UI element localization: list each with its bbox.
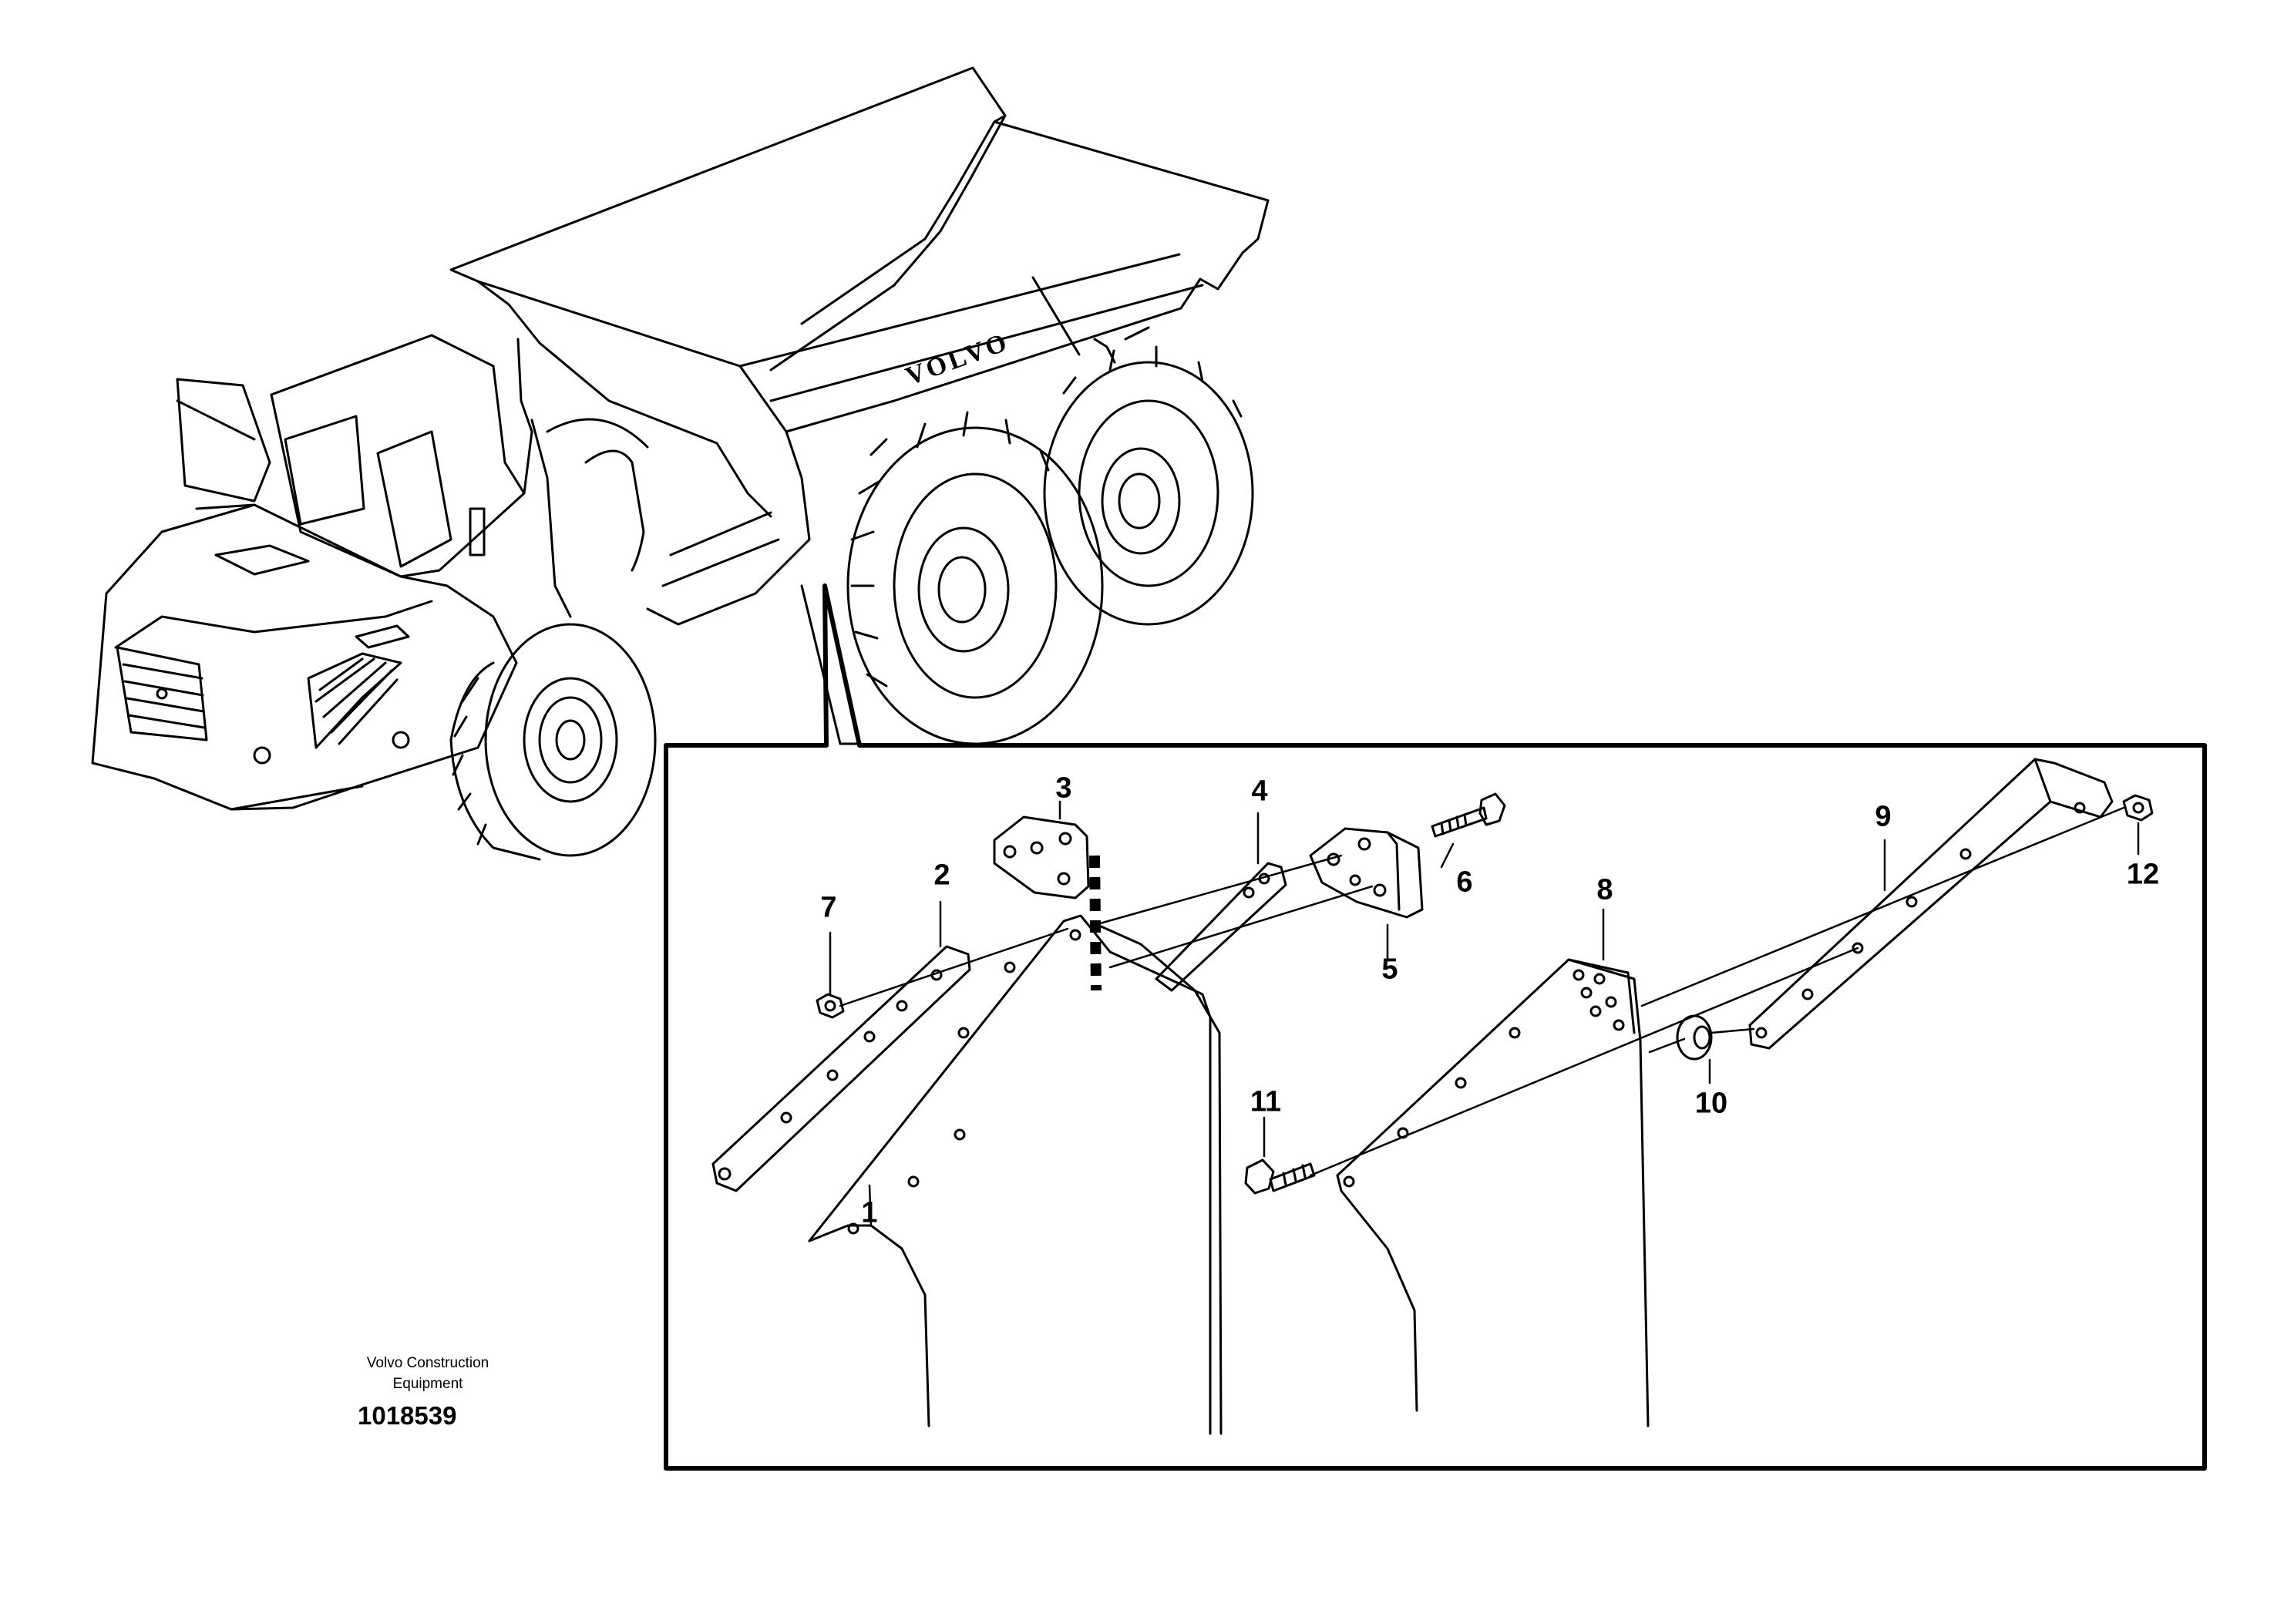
truck-body-lettering: VOLVO bbox=[902, 328, 1013, 392]
callout-11: 11 bbox=[1250, 1085, 1282, 1118]
part-10-spacer bbox=[1676, 1014, 1713, 1061]
drawing-number: 1018539 bbox=[358, 1401, 457, 1430]
front-wheel bbox=[449, 623, 657, 861]
part-6-bolt bbox=[1431, 792, 1506, 838]
part-9-bracket bbox=[1748, 758, 2114, 1050]
part-8-mudguard bbox=[1336, 958, 1650, 1427]
engine-hood bbox=[91, 503, 518, 811]
callout-1: 1 bbox=[861, 1196, 878, 1229]
part-12-nut bbox=[2122, 794, 2154, 822]
callout-5: 5 bbox=[1381, 953, 1398, 986]
callout-12: 12 bbox=[2126, 858, 2160, 891]
callout-2: 2 bbox=[933, 859, 950, 892]
part-4-strip bbox=[1155, 862, 1287, 992]
assembly-lines bbox=[839, 806, 2125, 1177]
cab bbox=[176, 334, 649, 618]
part-11-bolt bbox=[1244, 1158, 1316, 1195]
callout-3: 3 bbox=[1055, 772, 1072, 805]
part-7-nut bbox=[816, 993, 845, 1019]
part-5-bracket bbox=[1309, 827, 1424, 919]
callout-4: 4 bbox=[1251, 775, 1268, 808]
callout-7: 7 bbox=[820, 891, 837, 924]
callout-6: 6 bbox=[1456, 866, 1473, 899]
rear-wheels bbox=[846, 345, 1254, 745]
callout-leaders bbox=[829, 800, 2140, 1227]
articulated-hauler-illustration bbox=[91, 66, 1270, 861]
fixture-dashed-line bbox=[1089, 855, 1102, 991]
callout-10: 10 bbox=[1694, 1087, 1728, 1120]
callout-8: 8 bbox=[1596, 873, 1613, 906]
dump-body bbox=[449, 66, 1270, 626]
part-2-strip bbox=[711, 945, 971, 1192]
part-1-mudguard bbox=[808, 914, 1223, 1435]
part-3-bracket bbox=[993, 815, 1090, 899]
callout-9: 9 bbox=[1875, 800, 1892, 833]
detail-frame bbox=[664, 583, 2207, 1471]
